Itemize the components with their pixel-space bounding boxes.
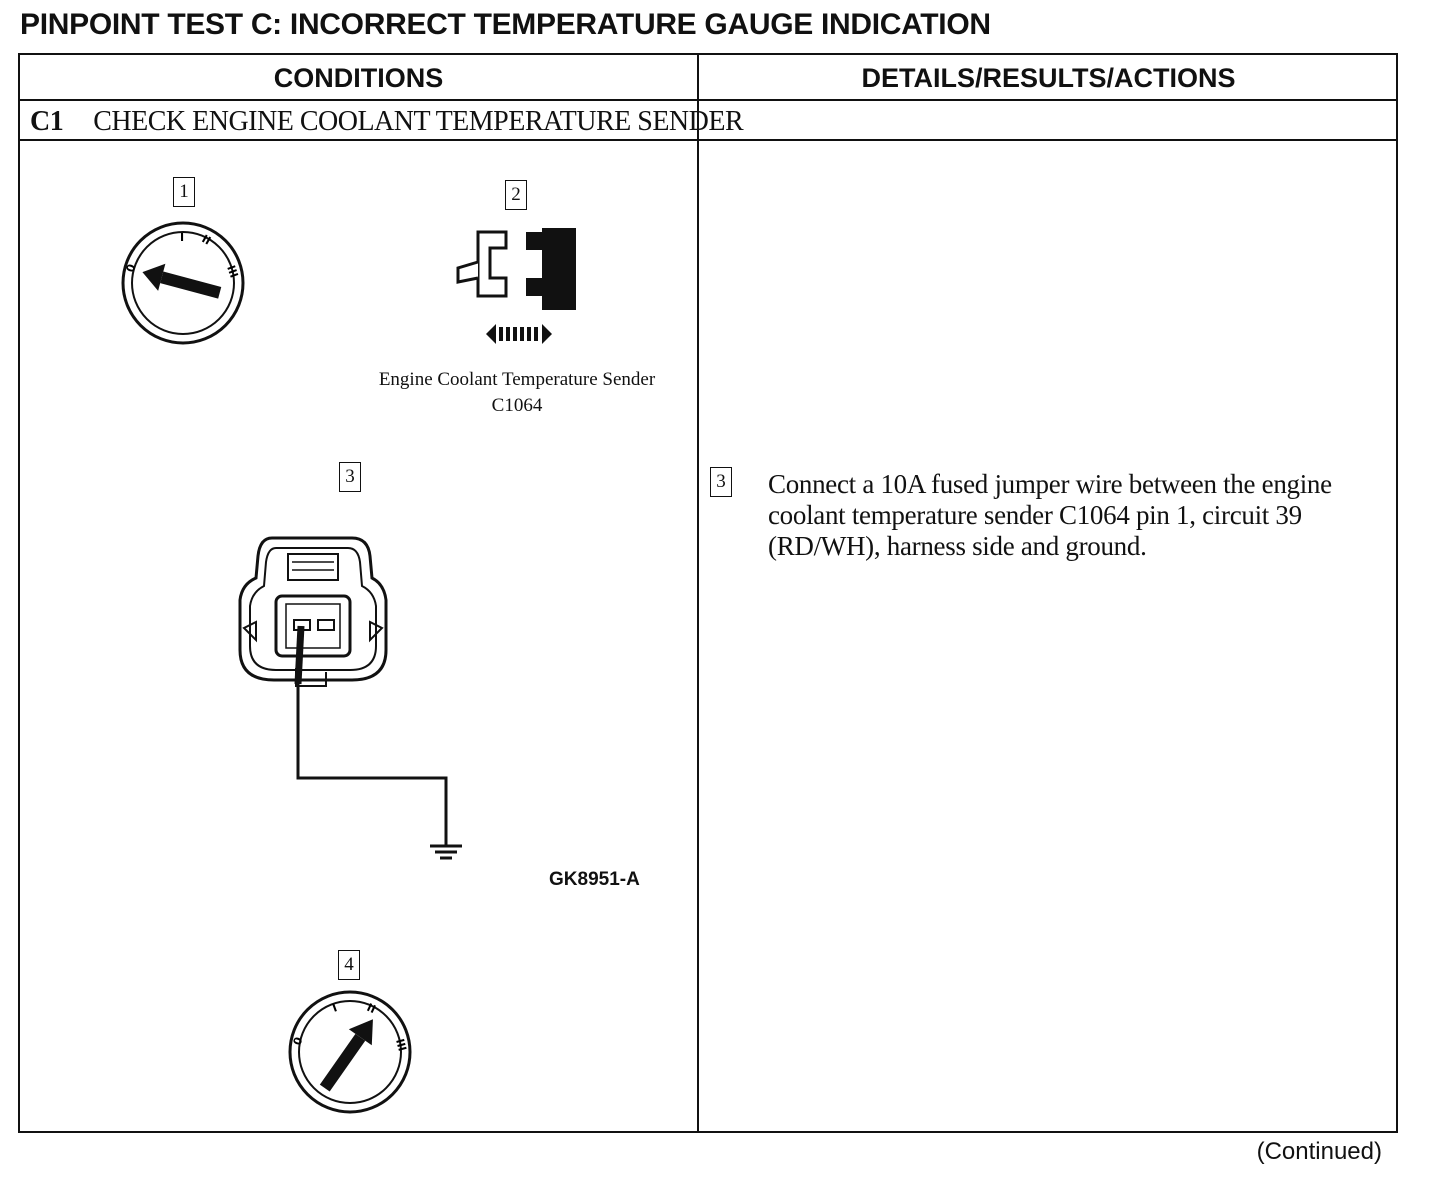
step-title: CHECK ENGINE COOLANT TEMPERATURE SENDER: [93, 106, 744, 137]
switch-position-3: III: [224, 264, 240, 280]
switch-position-0-run: 0: [291, 1035, 306, 1047]
sender-caption: Engine Coolant Temperature Sender C1064: [350, 367, 684, 419]
switch-position-0: 0: [124, 262, 139, 274]
callout-2: 2: [505, 180, 527, 210]
connector-id: C1064: [491, 395, 543, 416]
action-step-3: Connect a 10A fused jumper wire between …: [768, 469, 1332, 561]
switch-position-1: I: [180, 231, 184, 244]
step-row-divider: [20, 139, 1396, 141]
pinpoint-test-table: CONDITIONS DETAILS/RESULTS/ACTIONS C1 CHE…: [18, 53, 1398, 1133]
callout-1: 1: [173, 177, 195, 207]
conditions-header: CONDITIONS: [273, 63, 444, 93]
ignition-switch-off-icon: 0 I II III: [121, 221, 245, 345]
action-callout-3: 3: [710, 467, 732, 497]
callout-3: 3: [339, 462, 361, 492]
ignition-switch-run-icon: 0 I II III: [288, 990, 412, 1114]
details-header: DETAILS/RESULTS/ACTIONS: [861, 63, 1236, 93]
step-row: C1 CHECK ENGINE COOLANT TEMPERATURE SENDE…: [30, 105, 744, 139]
step-id: C1: [30, 106, 64, 137]
page-title: PINPOINT TEST C: INCORRECT TEMPERATURE G…: [20, 8, 991, 41]
connector-jumper-ground-diagram: [238, 536, 462, 860]
figure-id: GK8951-A: [549, 869, 640, 890]
disconnect-connector-icon: [456, 228, 576, 344]
sender-label: Engine Coolant Temperature Sender: [378, 369, 656, 390]
column-divider: [697, 55, 699, 1131]
header-divider: [20, 99, 1396, 101]
switch-position-1-run: I: [331, 1001, 339, 1015]
switch-position-3-run: III: [393, 1037, 409, 1052]
continued-note: (Continued): [1256, 1138, 1382, 1165]
callout-4: 4: [338, 950, 360, 980]
